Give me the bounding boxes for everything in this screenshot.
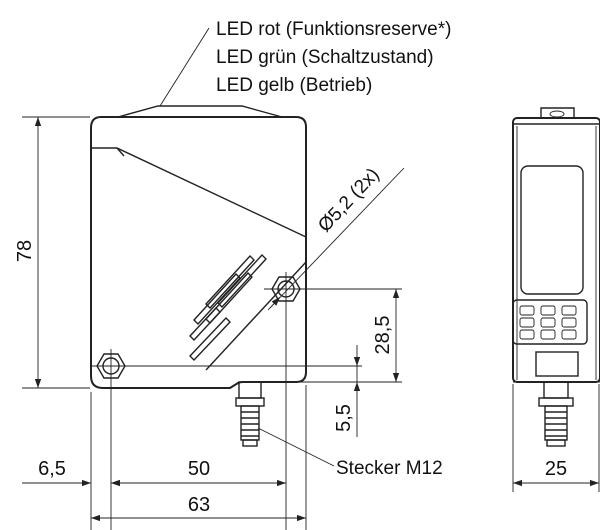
side-display-window [520,165,584,295]
led-red-label: LED rot (Funktionsreserve*) [216,19,451,40]
dim-edge-offset-value: 6,5 [38,458,66,480]
dim-hole-spacing-h-value: 50 [188,458,210,480]
dim-width: 63 [91,494,306,522]
dim-hole-offset: 5,5 [333,345,361,437]
vent-slots [189,253,267,362]
dim-height-value: 78 [14,240,36,262]
side-m12-connector [538,381,574,447]
m12-connector [235,381,265,447]
connector-callout: Stecker M12 [257,427,443,479]
led-green-label: LED grün (Schaltzustand) [216,47,434,68]
dim-depth-value: 25 [545,458,567,480]
dim-height: 78 [14,116,90,389]
dim-hole-spacing-v: 28,5 [372,289,400,382]
keypad-buttons [519,305,577,340]
dim-depth: 25 [513,458,599,487]
housing-bevel-edge [205,261,307,371]
led-labels: LED rot (Funktionsreserve*) LED grün (Sc… [159,19,451,107]
center-lines [90,272,402,530]
led-leader-line [159,27,210,107]
connector-label: Stecker M12 [336,458,443,479]
dim-bottom-row: 6,5 50 [22,458,286,487]
side-keypad [512,299,588,345]
sensor-housing-front [90,105,307,447]
dim-hole-spacing-v-value: 28,5 [372,316,394,355]
dim-hole-offset-value: 5,5 [333,404,355,432]
led-yellow-label: LED gelb (Betrieb) [216,75,372,96]
dim-hole: Ø5,2 (2x) [267,164,405,311]
sensor-side-view [512,107,600,492]
optics-diagonal [116,147,125,157]
optics-window-edge [91,147,307,238]
dim-width-value: 63 [188,494,210,516]
led-window-ridge [117,105,283,118]
